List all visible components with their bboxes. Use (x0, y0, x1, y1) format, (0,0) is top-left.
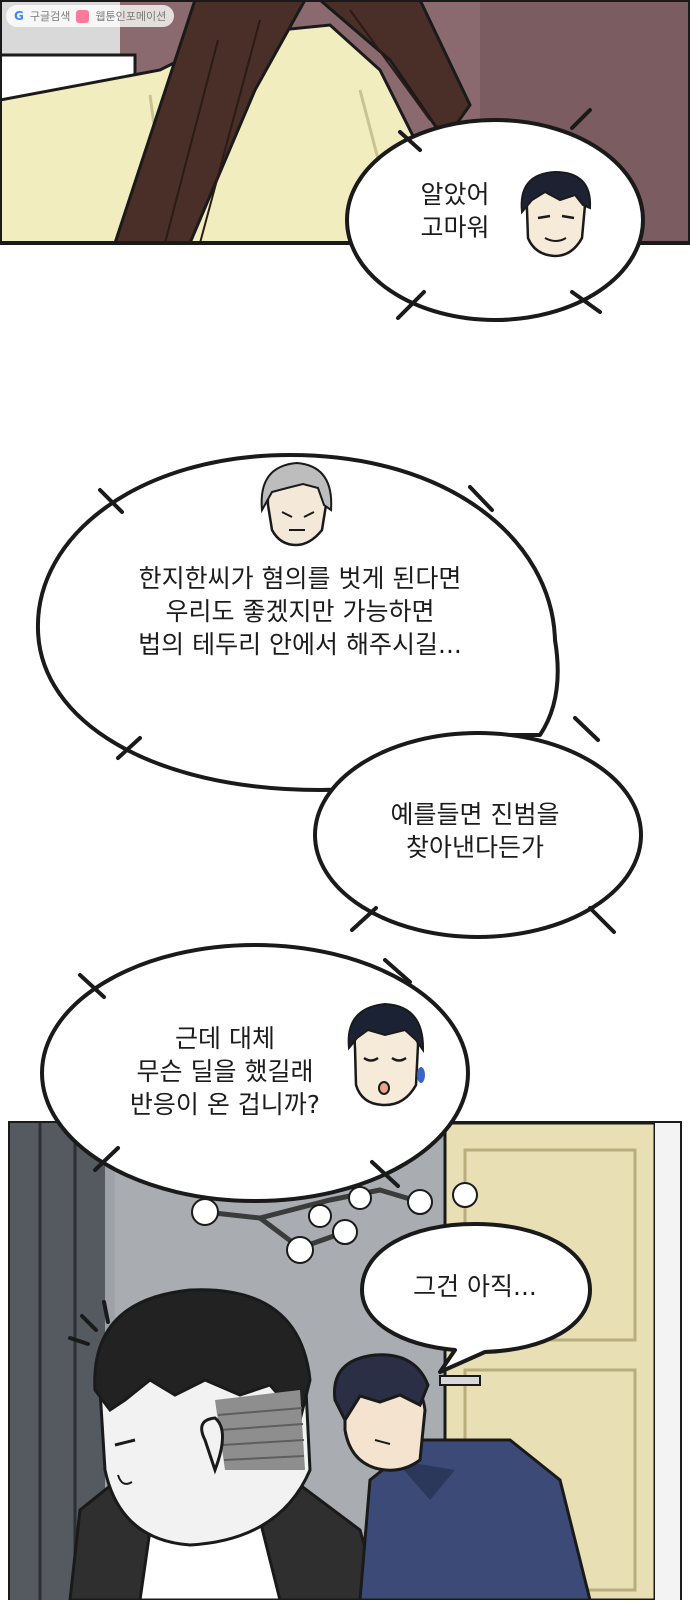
dialogue-line: 근데 대체 (175, 1024, 275, 1053)
watermark-left-text: 구글검색 (29, 10, 71, 23)
bubble-text-deal: 근데 대체 무슨 딜을 했길래 반응이 온 겁니까? (100, 1022, 350, 1121)
dialogue-line: 예를들면 진범을 (390, 800, 560, 829)
man-background (333, 1353, 592, 1602)
dialogue-line: 알았어 (420, 180, 490, 209)
chandelier-icon (191, 1182, 478, 1264)
panel-top (0, 0, 690, 245)
dialogue-line: 법의 테두리 안에서 해주시길... (138, 630, 462, 659)
speech-bubble-deal (40, 943, 470, 1203)
watermark: G 구글검색 웹툰인포메이션 (6, 5, 175, 27)
bubble-text-notyet: 그건 아직... (385, 1270, 565, 1303)
panel-bottom (8, 1121, 682, 1602)
dialogue-line: 찾아낸다든가 (405, 833, 544, 862)
dialogue-line: 우리도 좋겠지만 가능하면 (165, 597, 435, 626)
bubble-text-thanks: 알았어 고마워 (400, 178, 510, 244)
watermark-right-text: 웹툰인포메이션 (95, 10, 167, 23)
google-g-icon: G (14, 9, 24, 23)
avatar-young-man-smiling (520, 170, 592, 258)
speech-bubble-thanks (345, 108, 645, 322)
avatar-man-eyes-closed (347, 1002, 425, 1107)
dialogue-line: 한지한씨가 혐의를 벗게 된다면 (138, 564, 462, 593)
avatar-old-man (260, 461, 333, 547)
speech-bubble-notyet (360, 1222, 592, 1374)
bubble-text-lawful: 한지한씨가 혐의를 벗게 된다면 우리도 좋겠지만 가능하면 법의 테두리 안에… (90, 562, 510, 661)
dialogue-line: 고마워 (420, 213, 490, 242)
dialogue-line: 반응이 온 겁니까? (129, 1090, 321, 1119)
speech-bubble-culprit (313, 716, 643, 939)
webtoon-badge-icon (76, 9, 90, 23)
dialogue-line: 그건 아직... (413, 1272, 537, 1301)
bubble-text-culprit: 예를들면 진범을 찾아낸다든가 (355, 798, 595, 864)
speech-bubble-lawful (35, 453, 560, 792)
dialogue-line: 무슨 딜을 했길래 (136, 1057, 314, 1086)
